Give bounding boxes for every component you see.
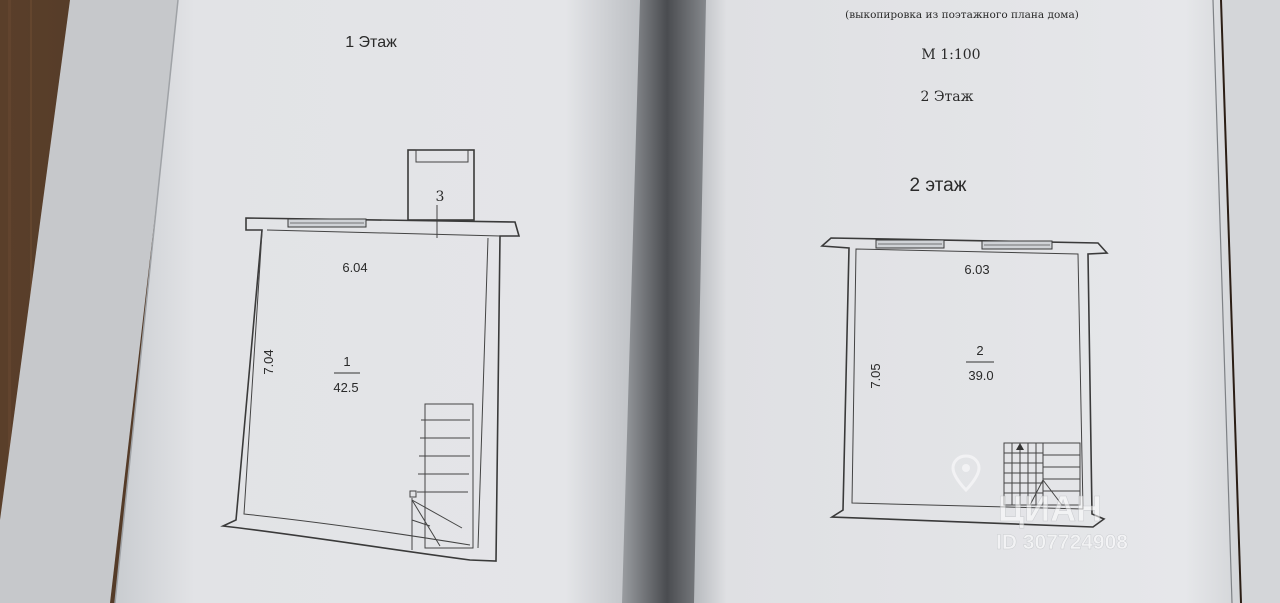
annex-number: 3 — [436, 189, 445, 205]
left-width-label: 6.04 — [342, 260, 367, 275]
left-page — [115, 0, 645, 603]
left-staircase — [409, 403, 474, 550]
scale-label: М 1:100 — [921, 47, 980, 63]
right-height-label: 7.05 — [868, 363, 883, 388]
right-room-number: 2 — [976, 343, 983, 358]
left-inner-wall — [243, 229, 501, 549]
left-height-label: 7.04 — [261, 349, 276, 374]
location-pin-icon — [951, 454, 981, 493]
book-gutter — [622, 0, 712, 603]
right-page — [694, 0, 1240, 603]
wood-grain — [8, 0, 11, 603]
left-room-number: 1 — [343, 354, 350, 369]
watermark: ЦИАН ID 307724908 — [951, 454, 1129, 554]
right-floor-heading: 2 этаж — [910, 175, 967, 196]
copy-note: (выкопировка из поэтажного плана дома) — [845, 9, 1079, 21]
right-margin-line — [1212, 0, 1233, 603]
left-floor-title: 1 Этаж — [345, 34, 397, 51]
right-floor-title: 2 Этаж — [920, 89, 973, 105]
right-room-area: 39.0 — [968, 368, 993, 383]
right-width-label: 6.03 — [964, 262, 989, 277]
watermark-brand: ЦИАН — [998, 488, 1102, 529]
watermark-id: ID 307724908 — [996, 531, 1128, 554]
left-floor-plan: 3 6.04 7.04 1 42.5 — [220, 149, 521, 562]
right-inner-wall — [851, 248, 1084, 510]
stair-arrow — [1016, 443, 1024, 450]
right-outer-wall — [820, 237, 1109, 528]
right-floor-plan: 6.03 7.05 2 39.0 — [820, 237, 1109, 528]
right-staircase — [1003, 442, 1081, 506]
left-outer-wall — [220, 217, 521, 562]
right-outside-strip — [1222, 0, 1280, 603]
annex-inner — [415, 149, 469, 163]
left-page-edge — [114, 0, 179, 603]
left-under-sheet — [0, 0, 180, 603]
left-room-area: 42.5 — [333, 380, 358, 395]
